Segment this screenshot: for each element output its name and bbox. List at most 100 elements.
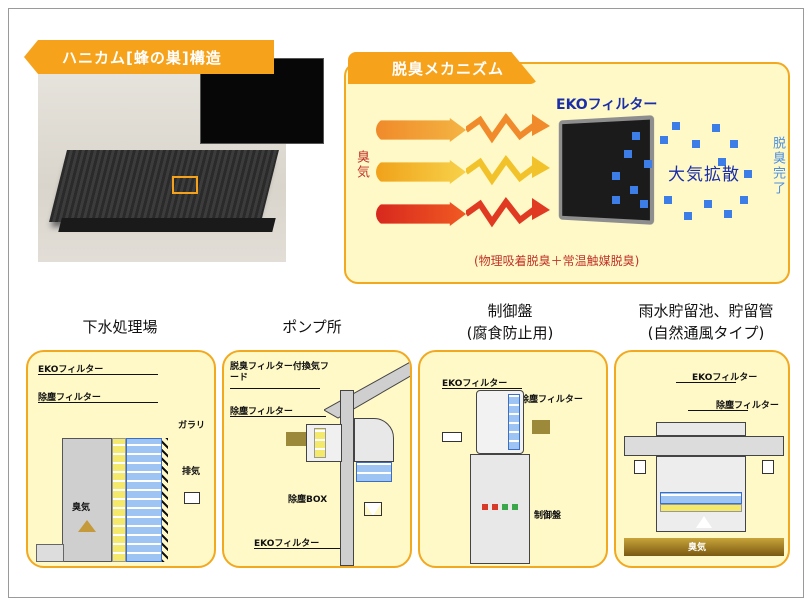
particle (660, 136, 668, 144)
scene4-dust-label: 除塵フィルター (716, 401, 779, 411)
particle (672, 122, 680, 130)
mechanism-title-tab (348, 52, 538, 84)
gas-arrow-3 (376, 202, 466, 226)
down-arrow (364, 502, 382, 516)
particle (730, 140, 738, 148)
down-arrow-left (634, 460, 646, 474)
particle (664, 196, 672, 204)
scene3-eko-label: EKOフィルター (442, 379, 508, 389)
honeycomb-title: ハニカム[蜂の巣]構造 (62, 49, 222, 67)
eko-filter-label: EKOフィルター (556, 97, 658, 113)
leader-line (38, 374, 158, 375)
particle (724, 210, 732, 218)
zigzag-arrow-2 (466, 154, 538, 186)
section-title-rain: 雨水貯留池、貯留管 (638, 302, 774, 320)
gas-arrow-2 (376, 160, 466, 184)
up-arrow (78, 520, 96, 532)
exhaust-arrow (184, 492, 200, 504)
indicator-light (502, 504, 508, 510)
leader-line (230, 388, 320, 389)
particle (644, 160, 652, 168)
up-arrow (696, 516, 712, 528)
diffusion-label: 大気拡散 (668, 165, 740, 185)
scene2-eko-label: EKOフィルター (254, 539, 320, 549)
particle (684, 212, 692, 220)
eko-filter (126, 438, 162, 562)
left-arrow (442, 432, 462, 442)
dust-filter (660, 504, 742, 512)
particle (704, 200, 712, 208)
particle (740, 196, 748, 204)
gas-arrow-1 (376, 118, 466, 142)
dust-filter (112, 438, 126, 562)
zigzag-arrow-3 (466, 196, 538, 228)
intake-arrow (532, 420, 550, 434)
indicator-light (482, 504, 488, 510)
intake-arrow (286, 432, 306, 446)
section-subtitle-control: (腐食防止用) (466, 324, 554, 342)
zigzag-arrow-2-head (532, 156, 550, 178)
wall (340, 390, 354, 566)
scene1-exhaust-label: 排気 (182, 467, 201, 477)
scene2-dust-label: 除塵フィルター (230, 407, 293, 417)
zigzag-arrow-3-head (532, 198, 550, 220)
scene4-eko-label: EKOフィルター (692, 373, 758, 383)
zigzag-arrow-1-head (532, 114, 550, 136)
particle (640, 200, 648, 208)
leader-line (38, 402, 158, 403)
eko-filter (508, 394, 520, 450)
indicator-light (512, 504, 518, 510)
particle (632, 132, 640, 140)
eko-filter (660, 492, 742, 504)
scene-pump: 脱臭フィルター付換気フード 除塵フィルター 除塵BOX EKOフィルター (222, 350, 412, 568)
particle (630, 186, 638, 194)
scene2-hood-label: 脱臭フィルター付換気フード (230, 362, 329, 383)
building (62, 438, 112, 562)
leader-line (254, 548, 340, 549)
down-arrow-outline (364, 502, 382, 516)
duct-hood (354, 418, 394, 462)
leader-line (442, 388, 522, 389)
leader-line (230, 416, 326, 417)
scene-rainwater: EKOフィルター 除塵フィルター 臭気 (614, 350, 790, 568)
mechanism-title: 脱臭メカニズム (392, 60, 505, 78)
dust-filter (314, 428, 326, 458)
eko-filter (356, 462, 392, 482)
odor-vertical-label: 臭気 (354, 150, 369, 180)
control-cabinet (470, 454, 530, 564)
section-title-control: 制御盤 (487, 302, 533, 320)
particle (744, 170, 752, 178)
particle (712, 124, 720, 132)
particle (612, 172, 620, 180)
zigzag-arrows (466, 112, 550, 228)
storage-pipe (624, 538, 784, 556)
zoom-marker (172, 176, 198, 194)
honeycomb-title-tab (24, 40, 274, 74)
indicator-light (492, 504, 498, 510)
wall-hatch (162, 438, 168, 562)
roof-slab (624, 436, 784, 456)
scene1-odor-label: 臭気 (72, 503, 91, 513)
scene1-dust-label: 除塵フィルター (38, 393, 101, 403)
scene2-box-label: 除塵BOX (288, 495, 328, 505)
particle (612, 196, 620, 204)
scene1-eko-label: EKOフィルター (38, 365, 104, 375)
vent-cap (656, 422, 746, 436)
zigzag-arrow-1 (466, 112, 538, 144)
section-title-pump: ポンプ所 (282, 318, 342, 336)
honeycomb-filter-block (49, 150, 279, 222)
scene3-panel-label: 制御盤 (534, 511, 562, 521)
scene-sewage: EKOフィルター 除塵フィルター ガラリ 排気 臭気 (26, 350, 216, 568)
leader-line (676, 382, 736, 383)
particle (692, 140, 700, 148)
deodorized-vertical-label: 脱臭完了 (770, 136, 785, 196)
section-title-sewage: 下水処理場 (82, 318, 158, 336)
mechanism-caption: (物理吸着脱臭＋常温触媒脱臭) (474, 254, 640, 268)
particle (718, 158, 726, 166)
honeycomb-filter-edge (58, 218, 276, 232)
scene4-odor-label: 臭気 (688, 543, 707, 553)
roof-shape (324, 361, 410, 419)
section-subtitle-rain: (自然通風タイプ) (647, 324, 765, 342)
down-arrow-right (762, 460, 774, 474)
particle (624, 150, 632, 158)
